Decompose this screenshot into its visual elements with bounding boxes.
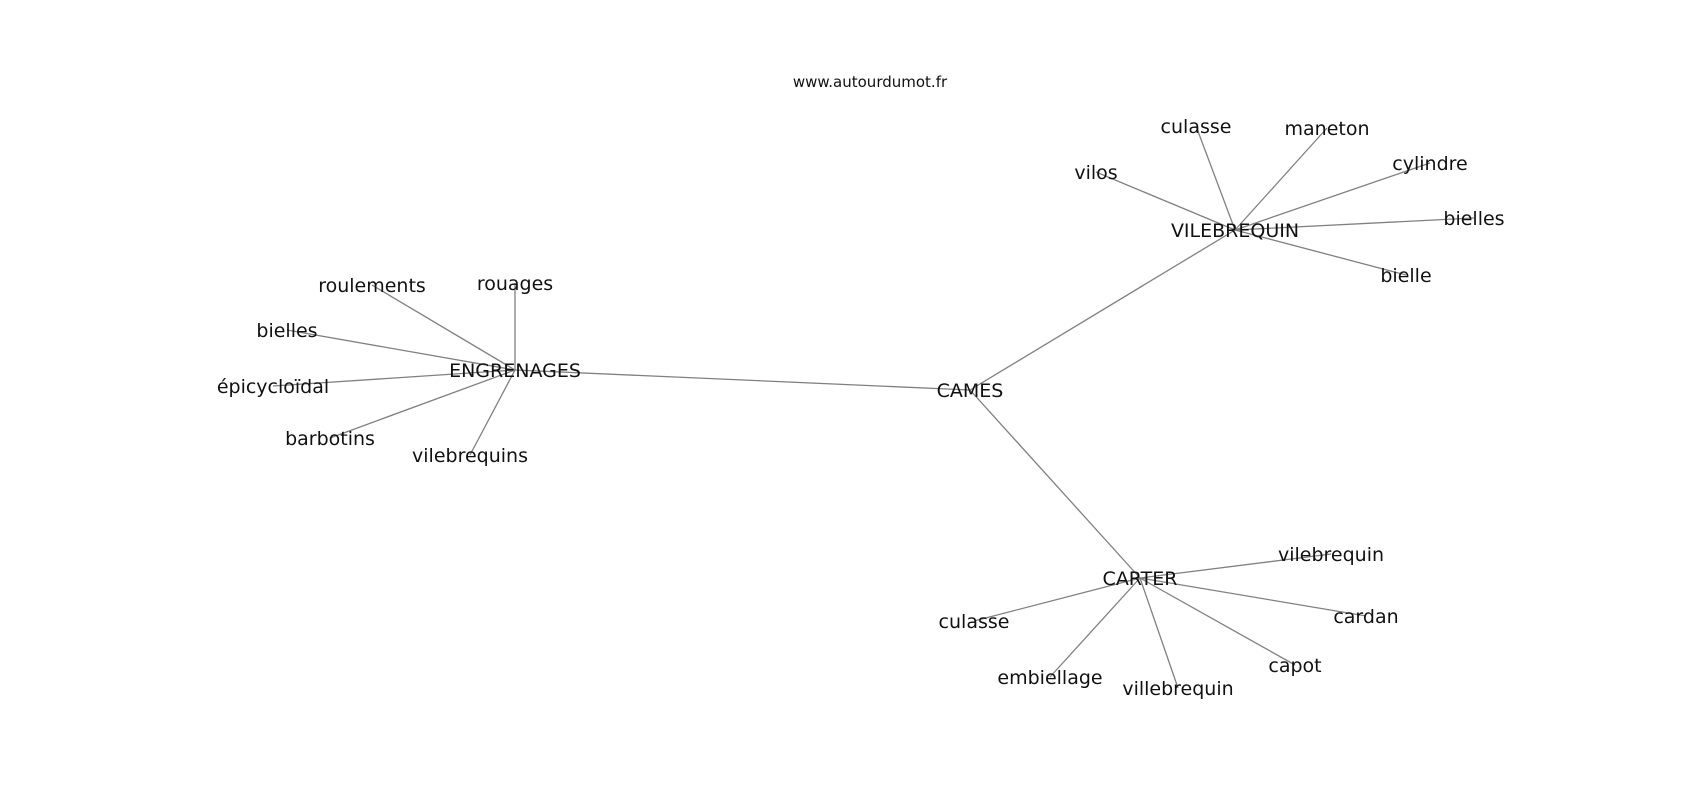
edge-hub-to-leaf xyxy=(1139,577,1179,689)
graph-labels: www.autourdumot.fr CAMES rouages roulemen… xyxy=(217,73,1505,700)
leaf-node-label: épicycloïdal xyxy=(217,376,329,398)
leaf-node-label: cylindre xyxy=(1392,153,1467,175)
leaf-node-label: bielles xyxy=(256,320,317,342)
edge-hub-to-leaf xyxy=(272,369,516,387)
edge-hub-to-leaf xyxy=(1234,127,1328,231)
center-node-label: CAMES xyxy=(937,380,1004,402)
graph-edges xyxy=(272,125,1475,689)
leaf-node-label: vilebrequins xyxy=(412,445,528,467)
edge-hub-to-leaf xyxy=(469,369,516,456)
leaf-node-label: vilebrequin xyxy=(1278,544,1384,566)
edge-hub-to-leaf xyxy=(1195,125,1236,231)
leaf-node-label: capot xyxy=(1268,655,1321,677)
edge-hub-to-leaf xyxy=(1234,162,1431,231)
leaf-node-label: barbotins xyxy=(285,428,375,450)
leaf-node-label: bielles xyxy=(1443,208,1504,230)
leaf-node-label: cardan xyxy=(1333,606,1398,628)
edge-hub-to-leaf xyxy=(371,284,516,371)
edge-hub-to-leaf xyxy=(1139,577,1367,617)
leaf-node-label: culasse xyxy=(939,611,1010,633)
site-url-label: www.autourdumot.fr xyxy=(793,73,948,91)
edge-hub-to-leaf xyxy=(1234,229,1407,276)
leaf-node-label: villebrequin xyxy=(1122,678,1233,700)
hub-node-label: ENGRENAGES xyxy=(449,360,581,382)
leaf-node-label: culasse xyxy=(1161,116,1232,138)
edge-hub-to-leaf xyxy=(329,369,516,439)
leaf-node-label: roulements xyxy=(318,275,426,297)
edge-center-to-hub xyxy=(969,229,1236,391)
leaf-node-label: embiellage xyxy=(997,667,1102,689)
leaf-node-label: vilos xyxy=(1074,162,1117,184)
leaf-node-label: rouages xyxy=(477,273,553,295)
leaf-node-label: bielle xyxy=(1380,265,1431,287)
edge-hub-to-leaf xyxy=(1139,577,1296,666)
leaf-node-label: maneton xyxy=(1285,118,1370,140)
edge-hub-to-leaf xyxy=(1139,553,1332,579)
edge-hub-to-leaf xyxy=(286,329,516,371)
edge-hub-to-leaf xyxy=(1049,577,1141,678)
hub-node-label: VILEBREQUIN xyxy=(1171,220,1299,242)
edge-hub-to-leaf xyxy=(1095,171,1236,231)
hub-node-label: CARTER xyxy=(1103,568,1178,590)
edge-hub-to-leaf xyxy=(973,577,1141,622)
edge-center-to-hub xyxy=(969,389,1141,579)
edge-center-to-hub xyxy=(514,369,971,391)
edge-hub-to-leaf xyxy=(1234,217,1475,231)
